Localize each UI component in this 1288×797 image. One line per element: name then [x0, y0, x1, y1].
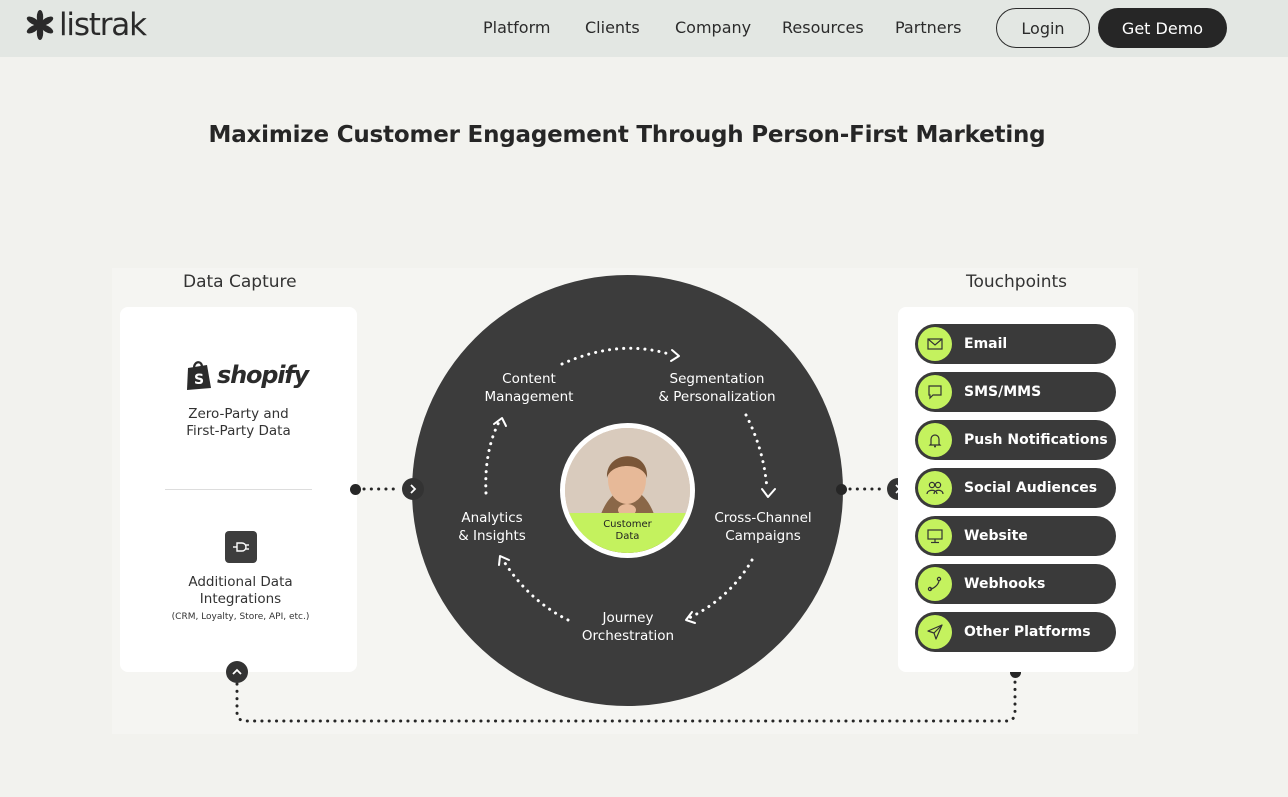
touchpoint-email[interactable]: Email — [915, 324, 1116, 364]
integrations-line2: Integrations — [199, 591, 282, 607]
touchpoint-sms[interactable]: SMS/MMS — [915, 372, 1116, 412]
touchpoint-label: Social Audiences — [964, 480, 1098, 496]
stage-line2: Orchestration — [581, 628, 675, 644]
integrations-note: (CRM, Loyalty, Store, API, etc.) — [171, 612, 310, 622]
customer-label-line1: Customer — [603, 519, 652, 530]
nav-resources[interactable]: Resources — [782, 18, 864, 37]
stage-line2: & Personalization — [658, 389, 776, 405]
stage-line2: Campaigns — [725, 528, 801, 544]
nav-platform[interactable]: Platform — [483, 18, 551, 37]
data-capture-heading: Data Capture — [183, 272, 297, 292]
chevron-up-icon — [226, 661, 248, 683]
customer-band — [565, 513, 690, 553]
stage-analytics: Analytics & Insights — [447, 509, 537, 545]
stage-line2: & Insights — [458, 528, 526, 544]
connector-dot — [1010, 667, 1021, 678]
paper-plane-icon — [918, 615, 952, 649]
customer-photo: Customer Data — [565, 428, 690, 553]
touchpoint-label: Website — [964, 528, 1028, 544]
stage-line1: Content — [502, 371, 556, 387]
integrations-caption: Additional Data Integrations (CRM, Loyal… — [122, 574, 359, 624]
nav-partners[interactable]: Partners — [895, 18, 962, 37]
customer-data-label: Customer Data — [565, 519, 690, 543]
touchpoint-label: Other Platforms — [964, 624, 1091, 640]
envelope-icon — [918, 327, 952, 361]
stage-line1: Segmentation — [669, 371, 765, 387]
touchpoint-other-platforms[interactable]: Other Platforms — [915, 612, 1116, 652]
shopify-caption-line1: Zero-Party and — [188, 406, 289, 422]
listrak-logo[interactable]: listrak — [25, 7, 147, 43]
stage-line1: Analytics — [461, 510, 523, 526]
stage-line1: Journey — [602, 610, 654, 626]
chevron-right-icon — [402, 478, 424, 500]
login-button[interactable]: Login — [996, 8, 1090, 48]
touchpoint-label: SMS/MMS — [964, 384, 1042, 400]
asterisk-logo-icon — [26, 10, 54, 40]
touchpoint-website[interactable]: Website — [915, 516, 1116, 556]
shopify-wordmark: shopify — [217, 361, 309, 389]
people-icon — [918, 471, 952, 505]
stage-line1: Cross-Channel — [714, 510, 812, 526]
shopify-caption-line2: First-Party Data — [186, 423, 291, 439]
stage-journey-orchestration: Journey Orchestration — [573, 609, 683, 645]
hero-title: Maximize Customer Engagement Through Per… — [208, 122, 1046, 148]
bell-icon — [918, 423, 952, 457]
shopify-bag-icon: S — [187, 361, 211, 390]
nav-company[interactable]: Company — [675, 18, 752, 37]
touchpoint-webhooks[interactable]: Webhooks — [915, 564, 1116, 604]
connector-dot — [350, 484, 361, 495]
card-divider — [165, 489, 312, 490]
touchpoint-label: Webhooks — [964, 576, 1046, 592]
touchpoint-label: Email — [964, 336, 1008, 352]
monitor-icon — [918, 519, 952, 553]
plug-icon — [225, 531, 257, 563]
touchpoint-push[interactable]: Push Notifications — [915, 420, 1116, 460]
brand-name: listrak — [59, 7, 147, 43]
stage-content-management: Content Management — [479, 370, 579, 406]
stage-line2: Management — [484, 389, 574, 405]
touchpoint-label: Push Notifications — [964, 432, 1108, 448]
stage-cross-channel: Cross-Channel Campaigns — [708, 509, 818, 545]
touchpoints-heading: Touchpoints — [966, 272, 1068, 292]
stage-segmentation: Segmentation & Personalization — [652, 370, 782, 406]
integrations-line1: Additional Data — [188, 574, 293, 590]
touchpoint-social[interactable]: Social Audiences — [915, 468, 1116, 508]
chat-bubble-icon — [918, 375, 952, 409]
customer-data-core: Customer Data — [560, 423, 695, 558]
site-header: listrak Platform Clients Company Resourc… — [0, 0, 1288, 57]
svg-text:S: S — [194, 372, 204, 388]
nav-clients[interactable]: Clients — [585, 18, 640, 37]
connector-dot — [836, 484, 847, 495]
shopify-logo: S shopify — [185, 359, 309, 391]
get-demo-button[interactable]: Get Demo — [1098, 8, 1227, 48]
webhook-icon — [918, 567, 952, 601]
customer-label-line2: Data — [615, 531, 640, 542]
shopify-caption: Zero-Party and First-Party Data — [120, 406, 357, 440]
